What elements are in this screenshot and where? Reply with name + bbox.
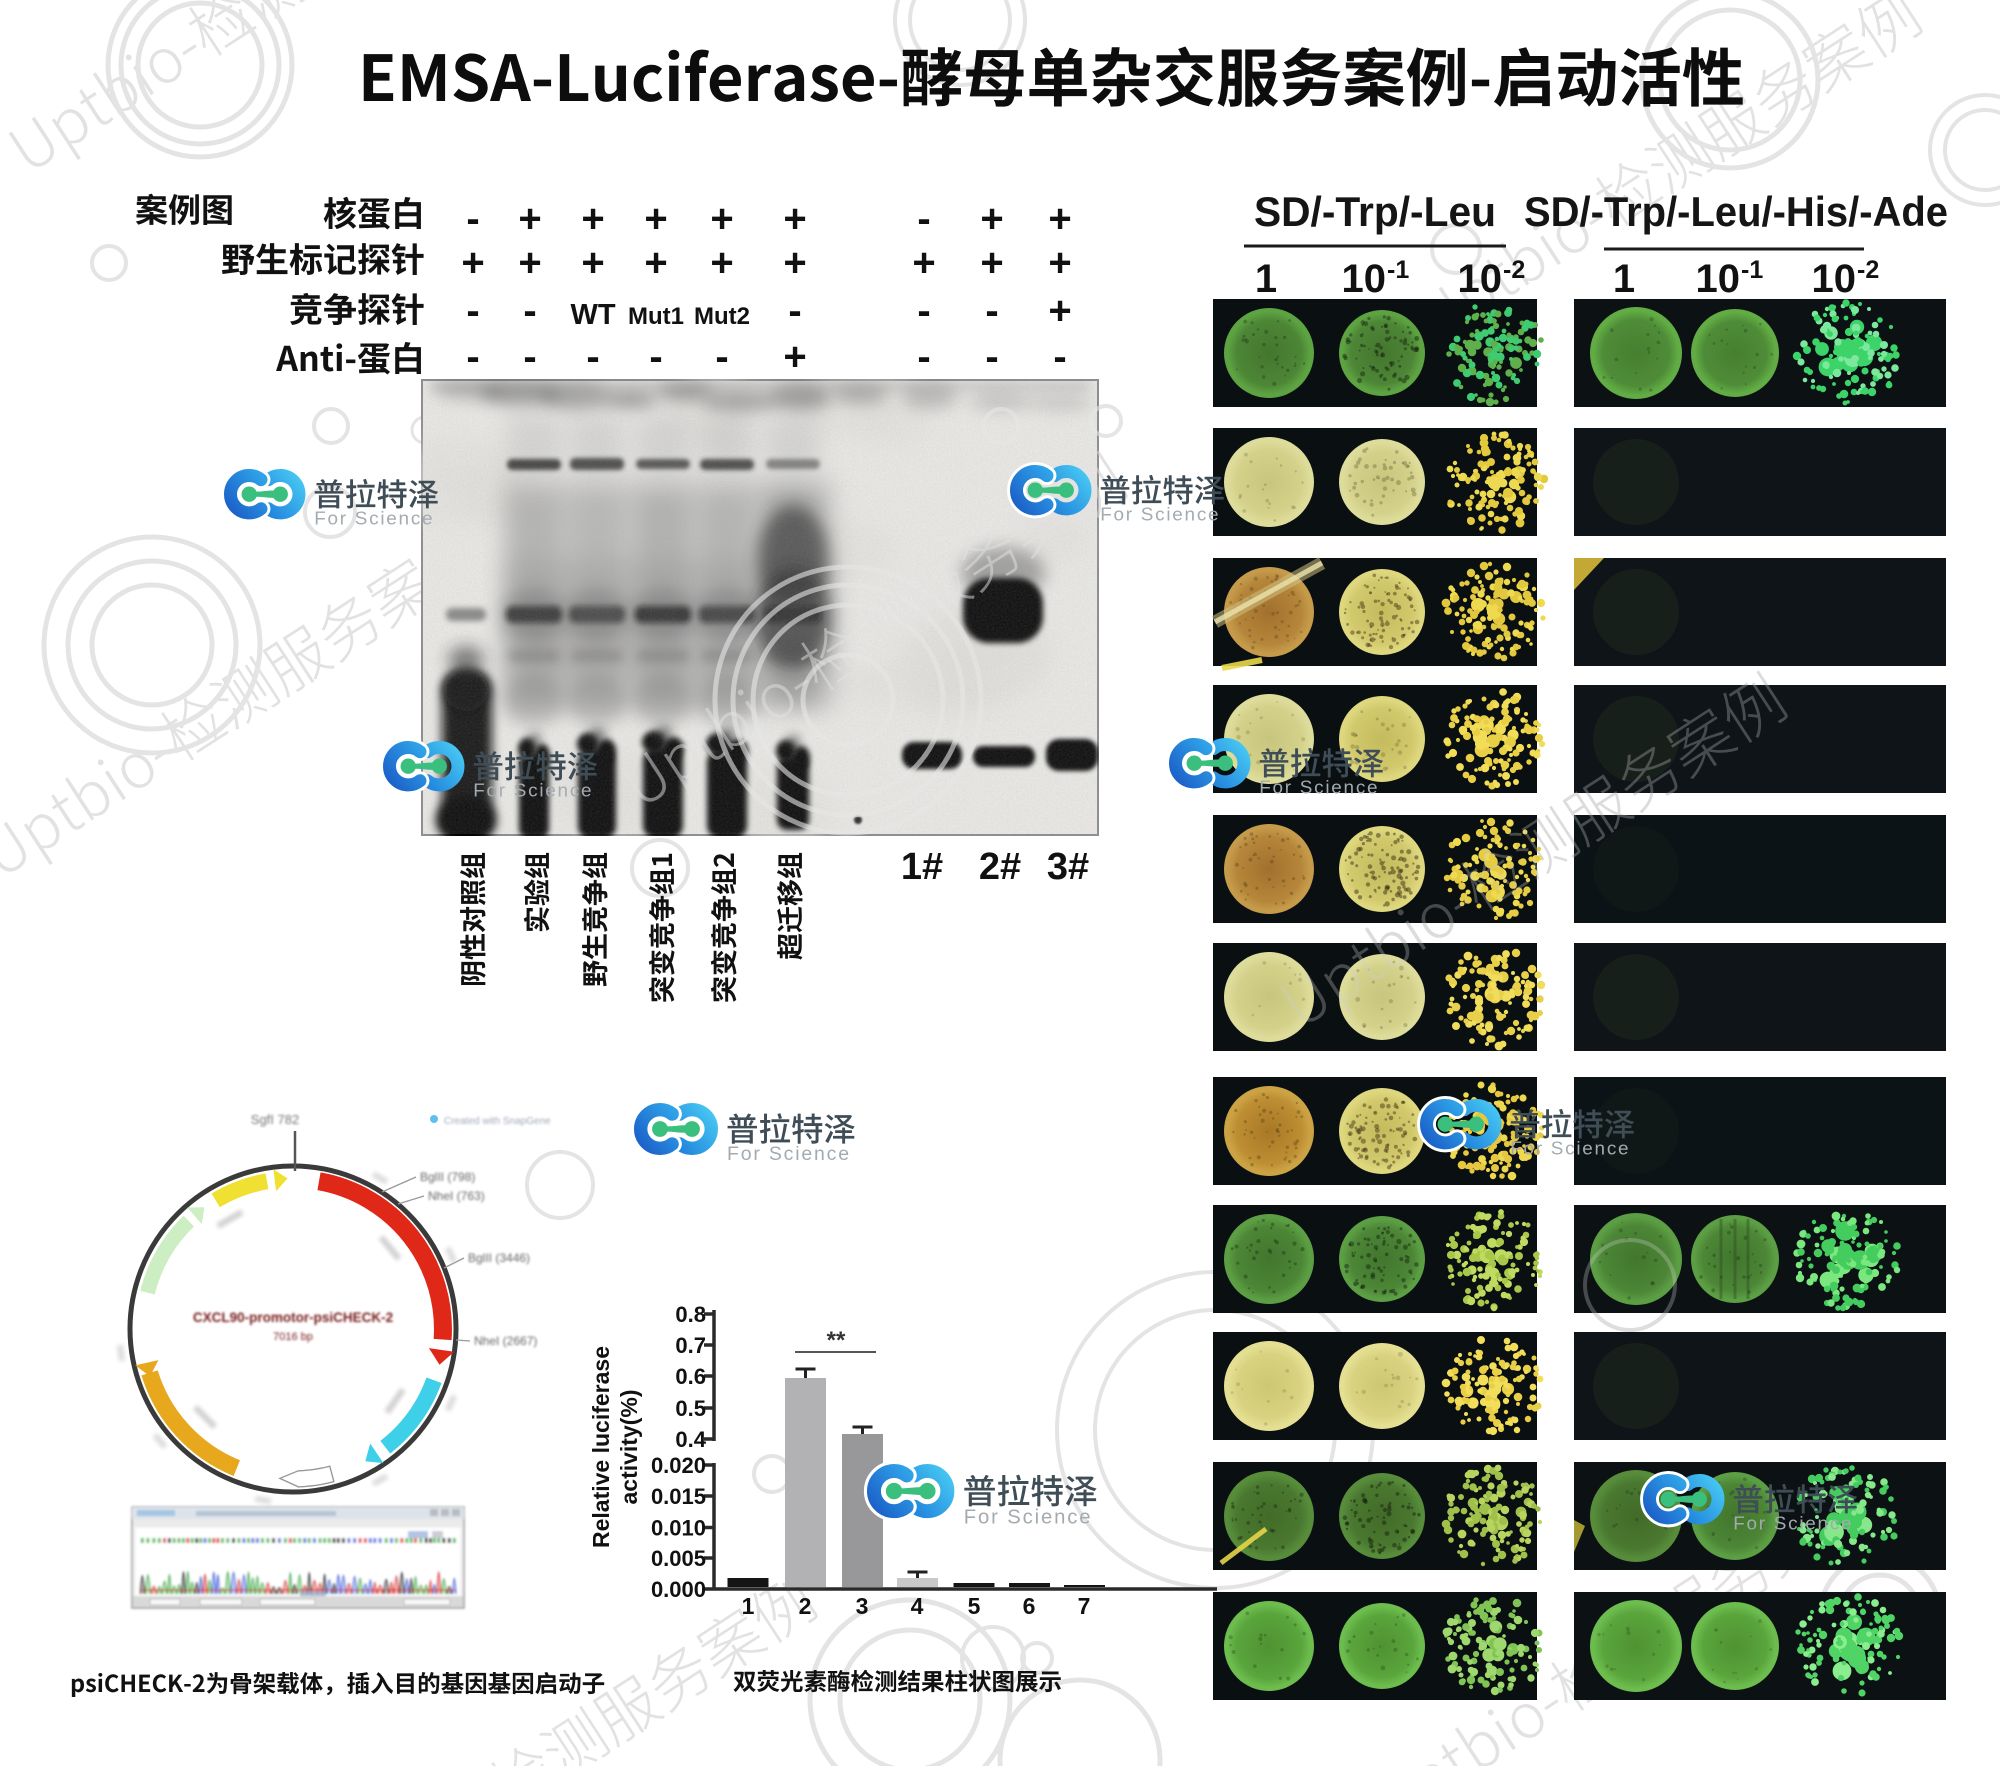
svg-text:0.010: 0.010: [651, 1516, 706, 1541]
svg-text:Created with SnapGene: Created with SnapGene: [444, 1116, 551, 1127]
svg-text:-: -: [466, 335, 479, 379]
svg-text:-: -: [649, 335, 662, 379]
svg-text:-: -: [788, 289, 801, 333]
svg-text:0.5: 0.5: [675, 1396, 706, 1421]
svg-text:+: +: [518, 241, 541, 285]
svg-text:-: -: [1053, 335, 1066, 379]
svg-text:-: -: [523, 335, 536, 379]
svg-text:10: 10: [1342, 257, 1387, 301]
svg-text:3#: 3#: [1047, 846, 1089, 888]
svg-text:0.4: 0.4: [675, 1427, 706, 1452]
svg-text:For Science: For Science: [314, 508, 434, 529]
svg-text:-1: -1: [1741, 256, 1763, 284]
svg-text:4: 4: [911, 1593, 924, 1619]
svg-text:10: 10: [1812, 257, 1857, 301]
svg-text:-: -: [917, 289, 930, 333]
svg-text:-1: -1: [1387, 256, 1409, 284]
svg-text:5: 5: [968, 1593, 981, 1619]
svg-text:10: 10: [1696, 257, 1741, 301]
svg-text:activity(%): activity(%): [616, 1389, 642, 1504]
svg-text:CXCL90-promotor-psiCHECK-2: CXCL90-promotor-psiCHECK-2: [193, 1310, 393, 1325]
svg-text:+: +: [1048, 197, 1071, 241]
svg-text:-: -: [466, 289, 479, 333]
svg-text:Mut1: Mut1: [628, 303, 684, 330]
svg-text:Mut2: Mut2: [694, 303, 750, 330]
svg-text:+: +: [783, 197, 806, 241]
svg-text:+: +: [783, 335, 806, 379]
svg-text:+: +: [581, 197, 604, 241]
svg-text:0.020: 0.020: [651, 1453, 706, 1478]
svg-text:0.015: 0.015: [651, 1484, 706, 1509]
svg-text:6: 6: [1023, 1593, 1036, 1619]
svg-text:NheI (763): NheI (763): [428, 1189, 485, 1203]
svg-text:-: -: [523, 289, 536, 333]
svg-text:BglII (798): BglII (798): [420, 1170, 475, 1184]
svg-text:-2: -2: [1857, 256, 1879, 284]
svg-text:1: 1: [1613, 257, 1635, 301]
svg-text:0.7: 0.7: [675, 1333, 706, 1358]
svg-text:+: +: [912, 241, 935, 285]
svg-text:3: 3: [856, 1593, 869, 1619]
svg-text:-: -: [917, 197, 930, 241]
svg-text:+: +: [581, 241, 604, 285]
svg-text:+: +: [518, 197, 541, 241]
svg-text:-: -: [985, 289, 998, 333]
svg-text:1: 1: [1255, 257, 1277, 301]
svg-text:BglII (3446): BglII (3446): [468, 1251, 530, 1265]
svg-text:+: +: [461, 241, 484, 285]
svg-text:SD/-Trp/-Leu: SD/-Trp/-Leu: [1254, 188, 1496, 235]
svg-text:Relative luciferase: Relative luciferase: [588, 1346, 614, 1548]
svg-text:+: +: [644, 241, 667, 285]
svg-text:7: 7: [1078, 1593, 1091, 1619]
svg-text:+: +: [1048, 289, 1071, 333]
svg-text:SgfI 782: SgfI 782: [251, 1112, 299, 1127]
svg-text:10: 10: [1458, 257, 1503, 301]
svg-text:0.000: 0.000: [651, 1577, 706, 1602]
svg-text:-: -: [466, 197, 479, 241]
svg-text:0.6: 0.6: [675, 1364, 706, 1389]
svg-text:1#: 1#: [901, 846, 943, 888]
svg-text:+: +: [980, 197, 1003, 241]
svg-text:+: +: [1048, 241, 1071, 285]
svg-text:NheI (2667): NheI (2667): [474, 1334, 537, 1348]
svg-text:+: +: [980, 241, 1003, 285]
svg-text:1: 1: [742, 1593, 755, 1619]
svg-text:-: -: [586, 335, 599, 379]
svg-text:+: +: [710, 241, 733, 285]
svg-text:-: -: [985, 335, 998, 379]
svg-text:0.8: 0.8: [675, 1302, 706, 1327]
svg-text:+: +: [644, 197, 667, 241]
svg-text:-: -: [917, 335, 930, 379]
svg-text:WT: WT: [570, 299, 615, 331]
svg-text:-2: -2: [1503, 256, 1525, 284]
svg-text:SD/-Trp/-Leu/-His/-Ade: SD/-Trp/-Leu/-His/-Ade: [1524, 188, 1948, 235]
svg-text:-: -: [715, 335, 728, 379]
svg-text:2#: 2#: [979, 846, 1021, 888]
svg-text:0.005: 0.005: [651, 1546, 706, 1571]
svg-text:+: +: [783, 241, 806, 285]
svg-text:7016 bp: 7016 bp: [273, 1331, 313, 1343]
svg-text:+: +: [710, 197, 733, 241]
svg-text:2: 2: [799, 1593, 812, 1619]
svg-text:**: **: [827, 1327, 846, 1354]
